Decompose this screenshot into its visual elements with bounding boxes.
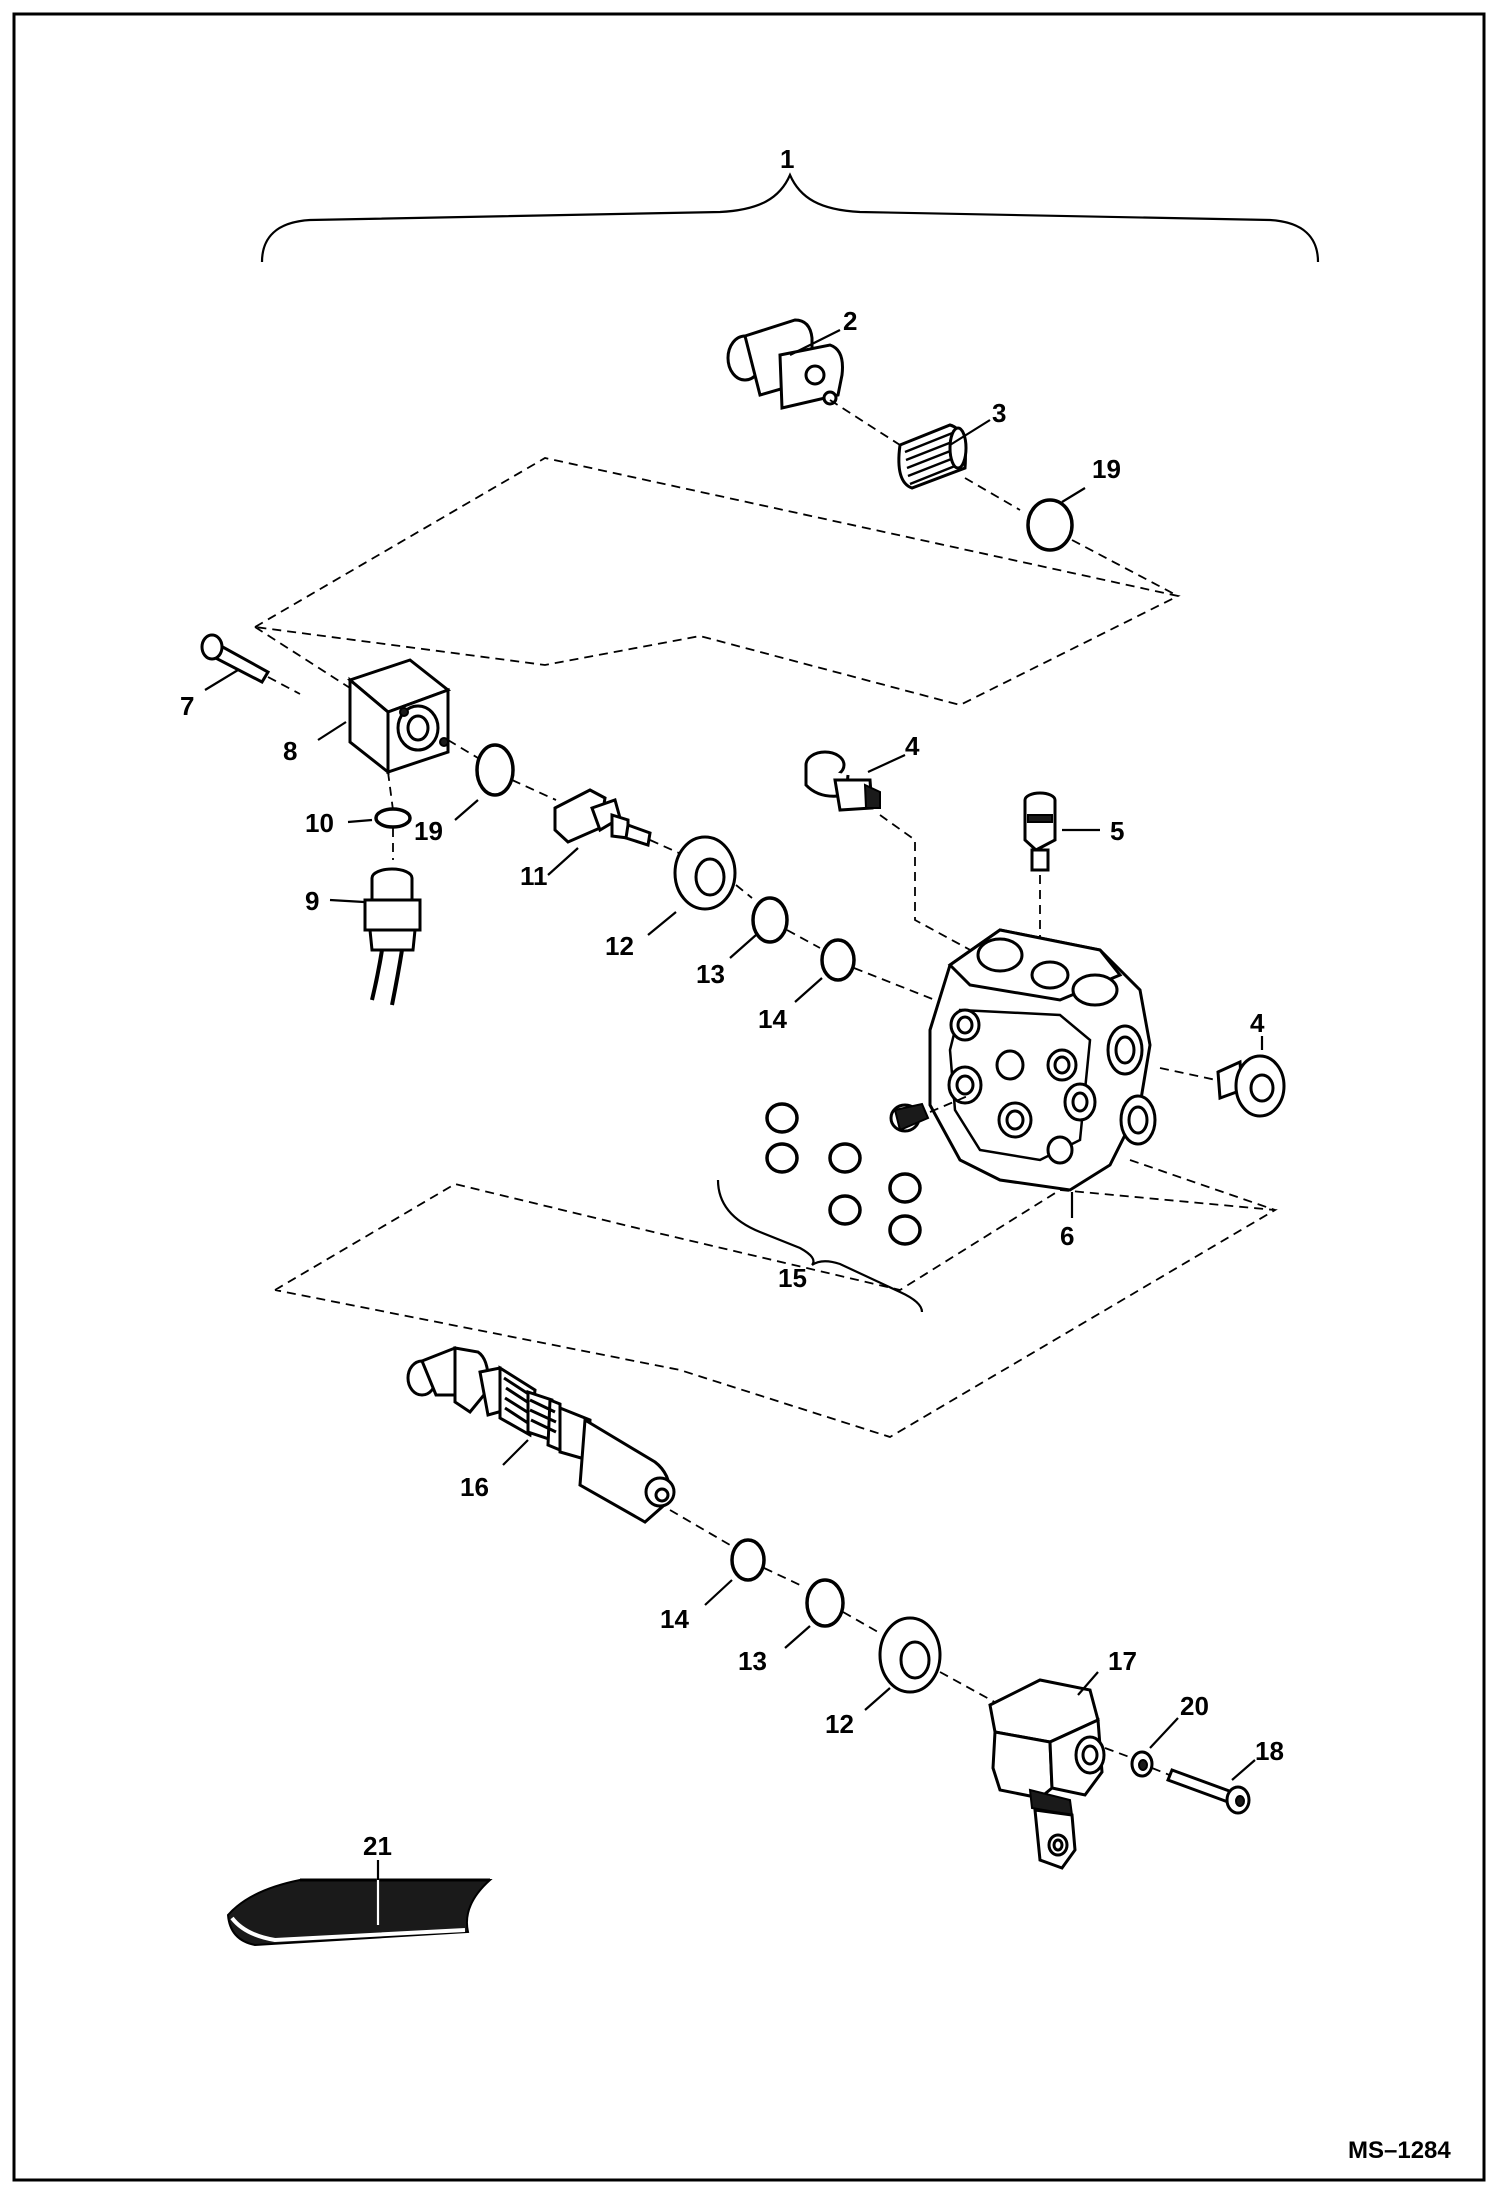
callout-12b: 12: [825, 1709, 854, 1739]
axis-12-17: [939, 1671, 1001, 1706]
axis-3-19: [964, 477, 1021, 511]
part-7-bolt: [200, 633, 271, 684]
kit-15-brace: [716, 1179, 924, 1313]
leader-11: [547, 847, 579, 876]
axis-14-6: [853, 967, 936, 1001]
leader-4a: [867, 754, 906, 773]
callout-4b: 4: [1250, 1008, 1265, 1038]
callout-4a: 4: [905, 731, 920, 761]
axis-8-10: [387, 771, 394, 811]
leader-19b: [454, 799, 479, 821]
callout-19a: 19: [1092, 454, 1121, 484]
leader-12a: [647, 911, 677, 936]
leader-12b: [864, 1687, 891, 1711]
callout-19b: 19: [414, 816, 443, 846]
leader-13a: [729, 934, 757, 959]
part-14-oring-lower: [730, 1538, 766, 1582]
callout-8: 8: [283, 736, 297, 766]
leader-8: [317, 721, 347, 741]
part-15-seal-kit: [765, 1102, 922, 1246]
callout-12a: 12: [605, 931, 634, 961]
part-12-washer-lower: [878, 1616, 942, 1694]
callout-21: 21: [363, 1831, 392, 1861]
part-21-decal: [226, 1878, 493, 1947]
leader-19a: [1061, 487, 1086, 503]
axis-12-13: [735, 884, 753, 899]
axis-15-plug: [929, 1094, 971, 1113]
leader-18: [1231, 1759, 1256, 1781]
plane-upper-link: [254, 626, 351, 689]
part-20-washer: [1130, 1750, 1154, 1778]
axis-2-3: [829, 399, 901, 446]
leader-10: [347, 818, 373, 824]
callout-13b: 13: [738, 1646, 767, 1676]
axis-17-20: [1104, 1747, 1133, 1759]
part-3-spring: [897, 423, 968, 490]
axis-14-13: [763, 1567, 801, 1586]
drawing-code: MS–1284: [1348, 2137, 1451, 2164]
axis-8-19: [447, 739, 479, 759]
axis-16-14: [669, 1509, 731, 1546]
part-8-block: [346, 658, 452, 776]
axis-7-8: [267, 676, 301, 695]
part-5-fitting: [1023, 791, 1057, 872]
part-10-oring: [374, 807, 412, 829]
leader-20: [1149, 1717, 1179, 1749]
plane-upper-outline: [254, 457, 1181, 706]
leader-14a: [794, 977, 823, 1003]
leader-7: [204, 669, 239, 691]
part-11-poppet: [553, 788, 652, 847]
part-6-valve-body: [928, 928, 1157, 1192]
callout-18: 18: [1255, 1736, 1284, 1766]
callout-3: 3: [992, 398, 1006, 428]
axis-19-11: [511, 779, 557, 801]
part-18-bolt: [1166, 1768, 1251, 1815]
callout-1: 1: [780, 144, 794, 174]
leader-3: [949, 419, 991, 446]
axis-13-12: [842, 1611, 879, 1633]
callout-13a: 13: [696, 959, 725, 989]
leader-17: [1077, 1671, 1099, 1696]
axis-13-14: [786, 929, 821, 949]
part-9-switch: [363, 867, 422, 1006]
part-17-cover: [988, 1678, 1106, 1870]
axis-19-plane: [1071, 539, 1179, 597]
part-13-ring-upper: [751, 896, 789, 944]
part-14-oring-upper: [820, 938, 856, 982]
leader-14b: [704, 1579, 733, 1606]
callout-2: 2: [843, 306, 857, 336]
part-12-washer-upper: [673, 835, 737, 911]
callout-5: 5: [1110, 816, 1124, 846]
callout-14b: 14: [660, 1604, 689, 1634]
callout-20: 20: [1180, 1691, 1209, 1721]
callout-15: 15: [778, 1263, 807, 1293]
leader-13b: [784, 1625, 811, 1649]
plane-lower-outline: [274, 1183, 1278, 1438]
callout-16: 16: [460, 1472, 489, 1502]
part-13-ring-lower: [805, 1578, 845, 1628]
callout-7: 7: [180, 691, 194, 721]
leader-9: [329, 898, 365, 904]
border-frame: [12, 12, 1486, 2182]
axis-body-4b: [1159, 1067, 1217, 1081]
callout-10: 10: [305, 808, 334, 838]
part-4-plug-right: [1216, 1054, 1286, 1118]
plane-lower-axis: [1129, 1159, 1276, 1211]
part-16-spool: [406, 1346, 676, 1524]
part-2-cap: [726, 318, 844, 410]
callout-9: 9: [305, 886, 319, 916]
part-4-plug-upper: [804, 750, 881, 812]
callout-17: 17: [1108, 1646, 1137, 1676]
leader-16: [502, 1439, 529, 1466]
callout-11: 11: [520, 861, 548, 891]
callout-6: 6: [1060, 1221, 1074, 1251]
axis-4-6: [879, 814, 986, 959]
part-15-plug: [889, 1102, 930, 1133]
part-19-oring-lower: [475, 743, 515, 797]
part-19-oring-upper: [1026, 498, 1074, 552]
callout-14a: 14: [758, 1004, 787, 1034]
assembly-brace: [260, 172, 1320, 263]
leader-2: [789, 329, 841, 356]
